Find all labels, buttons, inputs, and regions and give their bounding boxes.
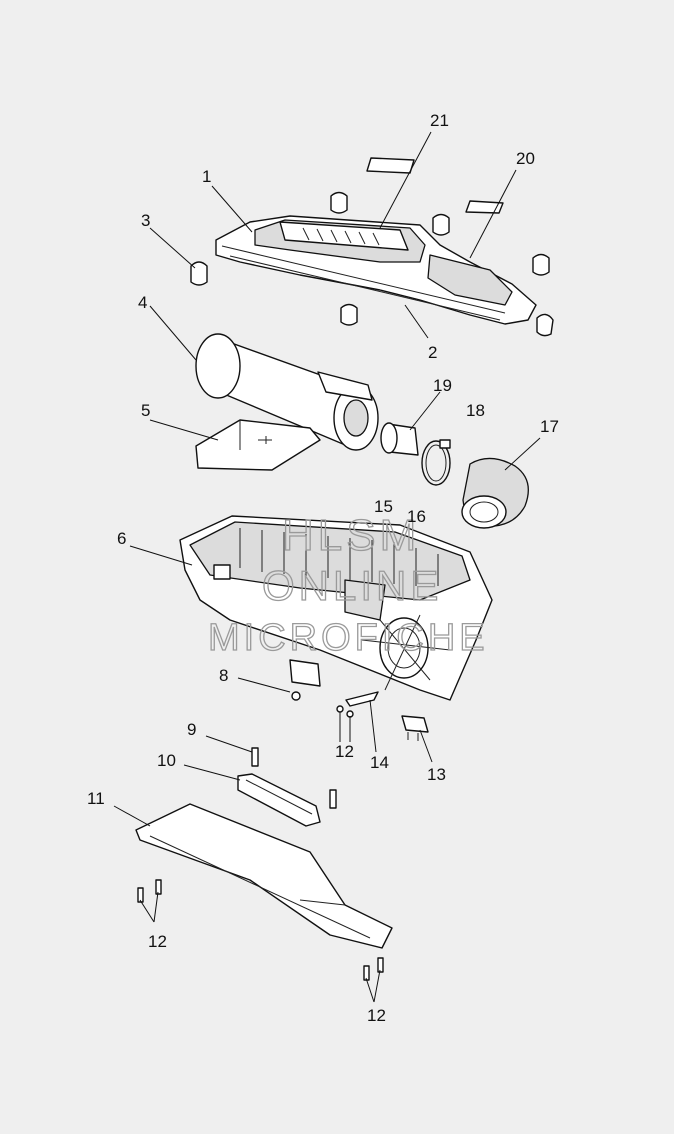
part-11-skid-plate bbox=[135, 803, 393, 949]
part-4-air-filter bbox=[195, 333, 379, 451]
leader-lines bbox=[113, 131, 541, 1003]
callout-18: 18 bbox=[466, 401, 485, 420]
callout-10: 10 bbox=[157, 751, 176, 770]
callout-12-left: 12 bbox=[148, 932, 167, 951]
callout-21: 21 bbox=[430, 111, 449, 130]
part-12-screws-lower bbox=[137, 879, 384, 981]
callout-6: 6 bbox=[117, 529, 126, 548]
part-9-bolt bbox=[251, 747, 337, 809]
part-18-clamp bbox=[421, 439, 451, 486]
callout-17: 17 bbox=[540, 417, 559, 436]
cover-clips bbox=[330, 191, 554, 337]
watermark-line-2: ONLINE bbox=[262, 562, 442, 609]
callout-8: 8 bbox=[219, 666, 228, 685]
callout-12-upper: 12 bbox=[335, 742, 354, 761]
callout-numbers: 21 20 1 3 4 2 19 18 5 17 15 16 6 8 9 12 … bbox=[87, 111, 559, 1025]
part-6-airbox-base bbox=[179, 515, 493, 701]
part-3-clip bbox=[190, 261, 208, 286]
callout-20: 20 bbox=[516, 149, 535, 168]
part-20-label bbox=[465, 200, 504, 214]
part-12-screws-upper bbox=[336, 705, 354, 718]
callout-4: 4 bbox=[138, 293, 147, 312]
part-8-sensor bbox=[289, 659, 321, 701]
callout-12-right: 12 bbox=[367, 1006, 386, 1025]
callout-11: 11 bbox=[87, 789, 105, 808]
watermark: HLSM ONLINE MICROFICHE bbox=[207, 510, 489, 659]
part-21-label bbox=[366, 157, 415, 174]
callout-15: 15 bbox=[374, 497, 393, 516]
callout-16: 16 bbox=[407, 507, 426, 526]
part-19-sleeve bbox=[380, 422, 419, 456]
part-10-bracket bbox=[237, 773, 321, 827]
part-14-bracket bbox=[345, 691, 379, 707]
part-1-airbox-cover bbox=[215, 215, 537, 325]
callout-13: 13 bbox=[427, 765, 446, 784]
callout-3: 3 bbox=[141, 211, 150, 230]
callout-9: 9 bbox=[187, 720, 196, 739]
callout-5: 5 bbox=[141, 401, 150, 420]
callout-19: 19 bbox=[433, 376, 452, 395]
part-13-connector bbox=[401, 715, 429, 741]
watermark-line-1: HLSM bbox=[282, 511, 420, 560]
callout-14: 14 bbox=[370, 753, 389, 772]
callout-2: 2 bbox=[428, 343, 437, 362]
part-5-foam-prefilter bbox=[195, 419, 321, 471]
callout-1: 1 bbox=[202, 167, 211, 186]
watermark-line-3: MICROFICHE bbox=[208, 617, 489, 659]
part-17-inlet-boot bbox=[461, 457, 529, 529]
